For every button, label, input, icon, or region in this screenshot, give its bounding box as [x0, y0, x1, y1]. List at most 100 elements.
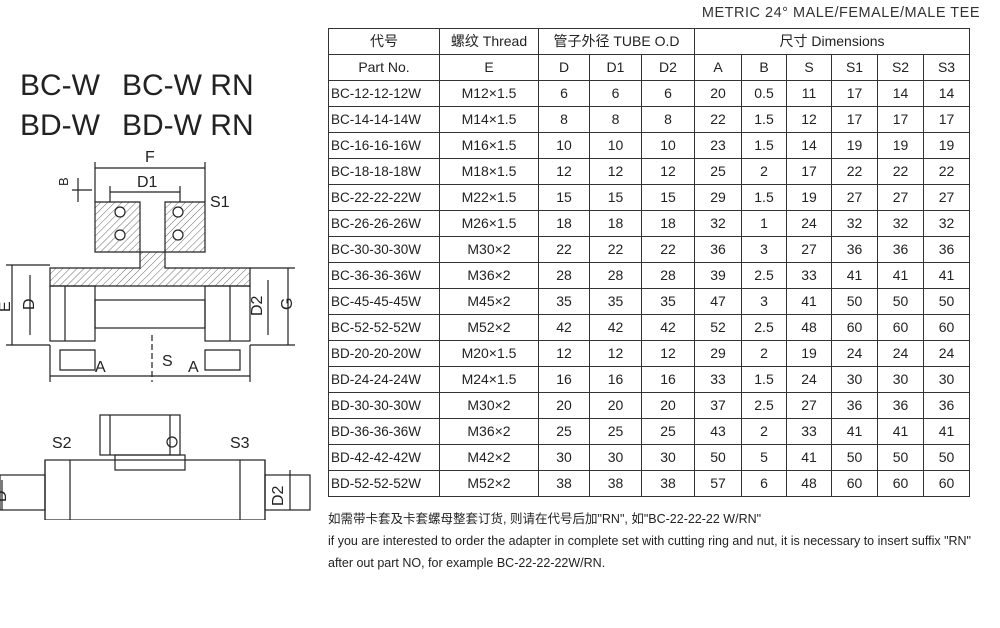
table-cell: 19	[786, 340, 832, 367]
column-header: S3	[923, 54, 970, 81]
label-A-left: A	[95, 359, 106, 376]
part-number-cell: BC-26-26-26W	[328, 210, 440, 237]
label-D2-bottom: D2	[270, 485, 287, 506]
label-D1: D1	[137, 174, 158, 191]
table-cell: 47	[694, 288, 742, 315]
part-number-cell: BC-12-12-12W	[328, 80, 440, 107]
table-cell: 12	[538, 340, 590, 367]
table-cell: M52×2	[439, 314, 539, 341]
part-number-cell: BC-52-52-52W	[328, 314, 440, 341]
series-code: BD-W	[20, 109, 100, 142]
notes: 如需带卡套及卡套螺母整套订货, 则请在代号后加"RN", 如"BC-22-22-…	[328, 508, 988, 574]
part-number-cell: BD-30-30-30W	[328, 392, 440, 419]
label-G: G	[279, 298, 296, 310]
part-number-cell: BC-14-14-14W	[328, 106, 440, 133]
table-cell: 60	[831, 470, 878, 497]
table-cell: 19	[786, 184, 832, 211]
table-cell: 60	[923, 314, 970, 341]
table-cell: 24	[923, 340, 970, 367]
table-cell: 27	[786, 236, 832, 263]
table-cell: 43	[694, 418, 742, 445]
table-cell: M36×2	[439, 262, 539, 289]
table-cell: 24	[786, 366, 832, 393]
table-cell: 3	[741, 288, 787, 315]
table-cell: 17	[877, 106, 924, 133]
label-D-bottom: D	[0, 490, 10, 502]
table-cell: 60	[831, 314, 878, 341]
table-cell: 11	[786, 80, 832, 107]
table-cell: 50	[694, 444, 742, 471]
table-cell: 5	[741, 444, 787, 471]
header-tube-od: 管子外径 TUBE O.D	[538, 28, 695, 55]
column-header: S	[786, 54, 832, 81]
table-cell: 28	[538, 262, 590, 289]
table-cell: 2.5	[741, 314, 787, 341]
series-code: BC-W	[20, 69, 100, 102]
table-cell: 33	[786, 418, 832, 445]
label-S1: S1	[210, 194, 230, 211]
table-cell: 24	[877, 340, 924, 367]
part-number-cell: BC-16-16-16W	[328, 132, 440, 159]
table-cell: 14	[923, 80, 970, 107]
table-cell: 22	[831, 158, 878, 185]
table-cell: M52×2	[439, 470, 539, 497]
table-cell: 18	[538, 210, 590, 237]
table-cell: 28	[641, 262, 695, 289]
table-cell: 12	[589, 340, 642, 367]
table-cell: 19	[923, 132, 970, 159]
label-S2: S2	[52, 435, 72, 452]
label-D: D	[21, 298, 38, 310]
table-cell: 50	[923, 288, 970, 315]
table-cell: 16	[589, 366, 642, 393]
table-cell: M20×1.5	[439, 340, 539, 367]
table-cell: M18×1.5	[439, 158, 539, 185]
table-cell: 38	[589, 470, 642, 497]
header-dimensions: 尺寸 Dimensions	[694, 28, 970, 55]
table-cell: 15	[641, 184, 695, 211]
table-cell: 50	[877, 444, 924, 471]
table-cell: 10	[589, 132, 642, 159]
table-cell: 41	[877, 418, 924, 445]
table-cell: 1	[741, 210, 787, 237]
table-cell: 17	[786, 158, 832, 185]
column-header: S1	[831, 54, 878, 81]
table-cell: M30×2	[439, 392, 539, 419]
table-cell: 27	[877, 184, 924, 211]
table-cell: 2.5	[741, 392, 787, 419]
table-cell: 1.5	[741, 132, 787, 159]
table-cell: 6	[641, 80, 695, 107]
table-cell: 6	[589, 80, 642, 107]
table-cell: 36	[923, 392, 970, 419]
column-header: S2	[877, 54, 924, 81]
column-header: D2	[641, 54, 695, 81]
table-cell: 39	[694, 262, 742, 289]
table-cell: 18	[589, 210, 642, 237]
part-number-cell: BD-20-20-20W	[328, 340, 440, 367]
table-cell: 6	[741, 470, 787, 497]
table-cell: 60	[877, 470, 924, 497]
table-cell: 41	[786, 288, 832, 315]
table-cell: 41	[923, 262, 970, 289]
table-cell: 36	[923, 236, 970, 263]
table-cell: 1.5	[741, 366, 787, 393]
table-cell: 27	[831, 184, 878, 211]
part-number-cell: BC-36-36-36W	[328, 262, 440, 289]
table-cell: 2	[741, 418, 787, 445]
label-E: E	[0, 301, 14, 312]
table-cell: 28	[589, 262, 642, 289]
table-cell: M30×2	[439, 236, 539, 263]
table-cell: 8	[589, 106, 642, 133]
table-cell: 16	[538, 366, 590, 393]
table-cell: 3	[741, 236, 787, 263]
table-cell: 17	[923, 106, 970, 133]
table-cell: 29	[694, 184, 742, 211]
table-cell: 22	[923, 158, 970, 185]
table-cell: 50	[877, 288, 924, 315]
